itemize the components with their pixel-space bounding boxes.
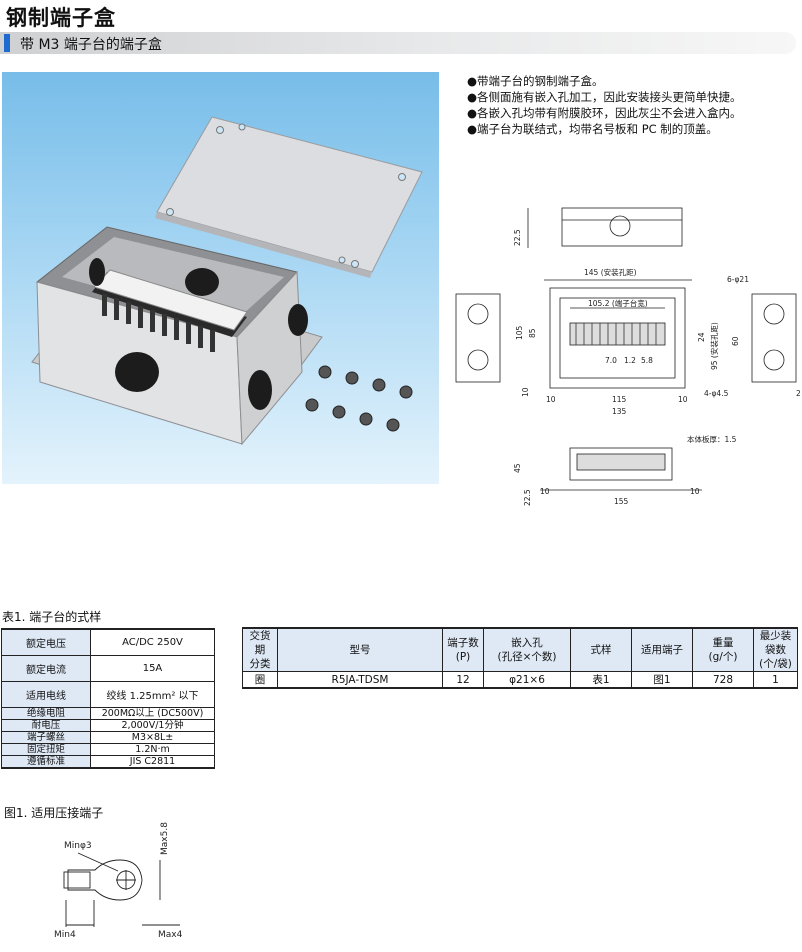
- spec-value: JIS C2811: [90, 755, 215, 769]
- spec-value: 200MΩ以上 (DC500V): [90, 707, 215, 720]
- crimp-label: Min4: [54, 930, 76, 940]
- dim-label: 105.2 (端子台宽): [588, 298, 648, 308]
- dim-label: 10: [540, 487, 550, 496]
- dim-label: 6-φ21: [727, 275, 749, 284]
- col-header: 重量 (g/个): [692, 627, 754, 672]
- dim-label: 105: [515, 325, 524, 340]
- dim-label: 10: [678, 395, 688, 404]
- spec-value: 1.2N·m: [90, 743, 215, 756]
- table-row: 适用电线 绞线 1.25mm² 以下: [1, 681, 215, 708]
- table-row: 耐电压 2,000V/1分钟: [1, 719, 215, 732]
- crimp-label: Max5.8: [160, 822, 170, 855]
- table-cell: 圈: [242, 671, 278, 689]
- dim-label: 22.5: [513, 229, 522, 246]
- product-photo: [2, 72, 439, 484]
- spec-value: AC/DC 250V: [90, 628, 215, 656]
- col-header: 最少装袋数 (个/袋): [753, 627, 798, 672]
- dim-label: 155: [614, 497, 629, 506]
- table-cell: 1: [753, 671, 798, 689]
- page-title: 钢制端子盒: [6, 6, 116, 30]
- col-header: 嵌入孔 (孔径×个数): [483, 627, 571, 672]
- dim-label: 115: [612, 395, 627, 404]
- terminal-outline: [67, 859, 143, 901]
- accent-mark: [4, 34, 10, 52]
- col-header: 交货期 分类: [242, 627, 278, 672]
- spec-label: 耐电压: [1, 719, 91, 732]
- table-cell: 图1: [631, 671, 693, 689]
- feature-item: ●各嵌入孔均带有附膜胶环，因此灰尘不会进入盒内。: [467, 106, 742, 120]
- subtitle-bar: 带 M3 端子台的端子盒: [0, 32, 796, 54]
- table-cell: φ21×6: [483, 671, 571, 689]
- spec-label: 绝缘电阻: [1, 707, 91, 720]
- table-cell: R5JA-TDSM: [277, 671, 443, 689]
- dim-label: 85: [528, 328, 537, 338]
- spec-value: M3×8L±: [90, 731, 215, 744]
- dim-label: 95 (安装孔距): [709, 322, 719, 370]
- dim-label: 10: [690, 487, 700, 496]
- crimp-figure-caption: 图1. 适用压接端子: [4, 806, 104, 820]
- dim-label: 60: [731, 336, 740, 346]
- right-view: [751, 293, 797, 383]
- dim-label: 4-φ4.5: [704, 389, 729, 398]
- feature-item: ●带端子台的钢制端子盒。: [467, 74, 604, 88]
- dim-label: 135: [612, 407, 627, 416]
- spec-table-caption: 表1. 端子台的式样: [2, 610, 102, 624]
- spec-value: 绞线 1.25mm² 以下: [90, 681, 215, 708]
- feature-list: ●带端子台的钢制端子盒。 ●各侧面施有嵌入孔加工，因此安装接头更简单快捷。 ●各…: [467, 73, 742, 137]
- left-view: [455, 293, 501, 383]
- dim-label: 145 (安装孔距): [584, 267, 637, 277]
- table-row: 绝缘电阻 200MΩ以上 (DC500V): [1, 707, 215, 720]
- spec-value: 2,000V/1分钟: [90, 719, 215, 732]
- table-row: 圈 R5JA-TDSM 12 φ21×6 表1 图1 728 1: [242, 671, 798, 689]
- spec-value: 15A: [90, 655, 215, 682]
- feature-item: ●端子台为联结式，均带名号板和 PC 制的顶盖。: [467, 122, 718, 136]
- product-table: 交货期 分类 型号 端子数 (P) 嵌入孔 (孔径×个数) 式样 适用端子 重量…: [242, 627, 798, 689]
- table-cell: 728: [692, 671, 754, 689]
- dimension-drawing: 22.5 145 (安装孔距) 105.2 (端子台宽) 105 85 24 9…: [452, 190, 802, 520]
- spec-label: 端子螺丝: [1, 731, 91, 744]
- table-row: 固定扭矩 1.2N·m: [1, 743, 215, 756]
- bottom-view: [569, 447, 673, 481]
- dim-label: 10: [521, 387, 530, 397]
- spec-label: 遵循标准: [1, 755, 91, 769]
- dim-label: 10: [546, 395, 556, 404]
- spec-label: 适用电线: [1, 681, 91, 708]
- dim-label: 本体板厚：1.5: [687, 434, 737, 444]
- table-cell: 12: [442, 671, 484, 689]
- table-row: 额定电流 15A: [1, 655, 215, 682]
- table-cell: 表1: [570, 671, 632, 689]
- side-view-top: [561, 207, 683, 247]
- crimp-label: Minφ3: [64, 841, 92, 851]
- spec-label: 固定扭矩: [1, 743, 91, 756]
- dim-label: 24: [697, 332, 706, 342]
- table-row: 遵循标准 JIS C2811: [1, 755, 215, 769]
- crimp-terminal-figure: Minφ3 Max5.8 Min4 Max4: [50, 815, 200, 940]
- table-row: 端子螺丝 M3×8L±: [1, 731, 215, 744]
- subtitle: 带 M3 端子台的端子盒: [20, 37, 162, 53]
- col-header: 端子数 (P): [442, 627, 484, 672]
- dim-label: 2: [796, 389, 801, 398]
- col-header: 型号: [277, 627, 443, 672]
- table-header-row: 交货期 分类 型号 端子数 (P) 嵌入孔 (孔径×个数) 式样 适用端子 重量…: [242, 627, 798, 672]
- col-header: 适用端子: [631, 627, 693, 672]
- dim-label: 7.0: [605, 356, 617, 365]
- spec-table: 额定电压 AC/DC 250V 额定电流 15A 适用电线 绞线 1.25mm²…: [1, 628, 215, 769]
- table-row: 额定电压 AC/DC 250V: [1, 628, 215, 656]
- terminal-box-illustration: [31, 116, 423, 446]
- spec-label: 额定电压: [1, 628, 91, 656]
- feature-item: ●各侧面施有嵌入孔加工，因此安装接头更简单快捷。: [467, 90, 742, 104]
- front-view-outline: [549, 287, 686, 389]
- dim-label: 1.2: [624, 356, 636, 365]
- dim-label: 22.5: [523, 489, 532, 506]
- crimp-label: Max4: [158, 930, 183, 940]
- col-header: 式样: [570, 627, 632, 672]
- dim-label: 5.8: [641, 356, 653, 365]
- dim-label: 45: [513, 463, 522, 473]
- spec-label: 额定电流: [1, 655, 91, 682]
